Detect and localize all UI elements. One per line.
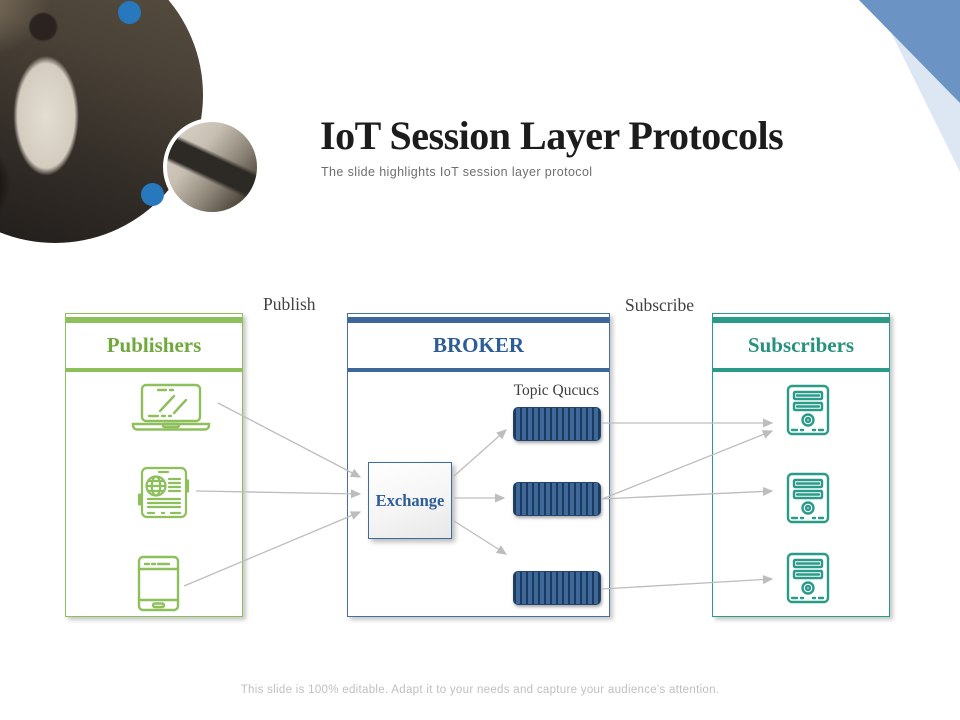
laptop-photo-circle	[163, 118, 261, 216]
server-icon	[779, 384, 836, 438]
accent-dot-bottom	[141, 183, 164, 206]
subscribe-label: Subscribe	[625, 295, 695, 315]
broker-accent-bar	[348, 317, 609, 323]
topic-queue	[513, 407, 601, 441]
topic-queue	[513, 482, 601, 516]
smartphone-icon	[136, 555, 181, 613]
tablet-icon	[135, 466, 192, 520]
subscribers-panel: Subscribers	[712, 313, 890, 617]
presenter-photo-circle	[0, 0, 203, 243]
broker-accent-bar	[348, 368, 609, 372]
publishers-panel: Publishers	[65, 313, 243, 617]
page-title: IoT Session Layer Protocols	[320, 113, 784, 158]
subscribers-accent-bar	[713, 317, 889, 323]
publish-label: Publish	[263, 294, 316, 314]
accent-dot-top	[118, 1, 141, 24]
exchange-label: Exchange	[375, 490, 445, 510]
laptop-icon	[127, 383, 215, 433]
subscribers-title: Subscribers	[747, 333, 855, 357]
server-icon	[779, 472, 836, 526]
topic-queue	[513, 571, 601, 605]
topic-queues-label: Topic Qucucs	[513, 382, 599, 399]
server-icon	[779, 552, 836, 606]
page-subtitle: The slide highlights IoT session layer p…	[321, 165, 593, 179]
publishers-accent-bar	[66, 317, 242, 323]
subscribers-accent-bar	[713, 368, 889, 372]
editable-note: This slide is 100% editable. Adapt it to…	[240, 684, 720, 696]
exchange-node: Exchange	[368, 462, 452, 539]
publishers-accent-bar	[66, 368, 242, 372]
publishers-title: Publishers	[106, 333, 202, 357]
broker-title: BROKER	[432, 333, 524, 357]
